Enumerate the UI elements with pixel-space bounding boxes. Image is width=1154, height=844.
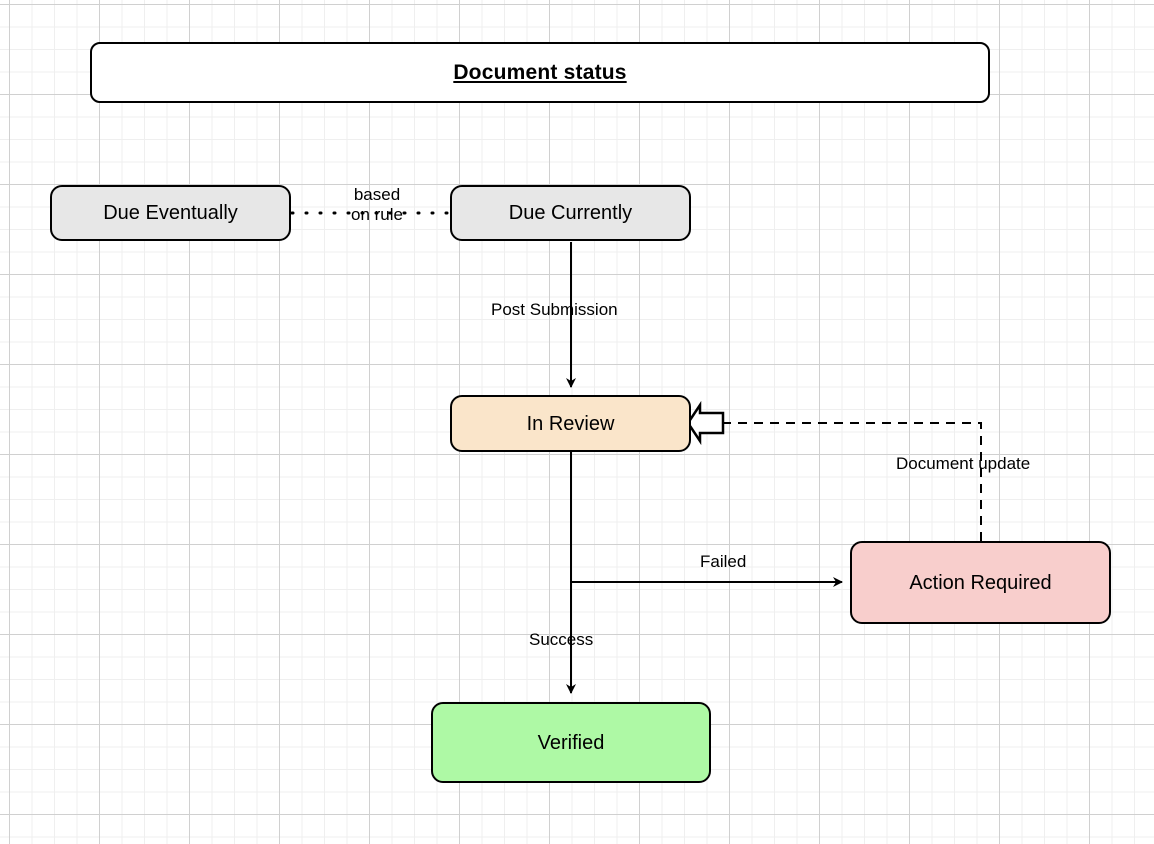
page-title: Document status (453, 60, 627, 84)
node-label: In Review (526, 412, 615, 435)
node-action-required[interactable]: Action Required (850, 541, 1111, 624)
diagram-title-box: Document status (90, 42, 990, 103)
node-in-review[interactable]: In Review (450, 395, 691, 452)
node-label: Due Eventually (103, 202, 238, 224)
node-due-currently[interactable]: Due Currently (450, 185, 691, 241)
node-label: Due Currently (508, 202, 633, 224)
edge-label-post-submission: Post Submission (491, 300, 618, 319)
edge-label-line-2: on rule (351, 205, 403, 225)
edge-label-document-update: Document update (896, 454, 1031, 473)
node-label: Action Required (909, 571, 1052, 594)
edge-label-based-on-rule: based on rule (338, 185, 416, 225)
edge-label-success: Success (529, 630, 594, 649)
edge-label-failed: Failed (700, 552, 747, 571)
node-verified[interactable]: Verified (431, 702, 711, 783)
edge-label-line-1: based (353, 185, 401, 204)
node-due-eventually[interactable]: Due Eventually (50, 185, 291, 241)
node-label: Verified (537, 731, 605, 754)
